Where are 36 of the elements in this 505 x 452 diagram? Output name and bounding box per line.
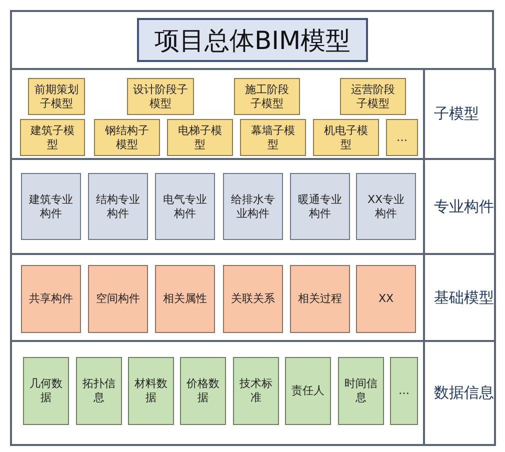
layer-label: 基础模型 [434,288,494,307]
component-box: 建筑子模型 [20,119,85,156]
component-box: 空间构件 [88,265,148,333]
component-box: 钢结构子模型 [94,119,160,156]
component-box: 运营阶段子模型 [340,78,406,115]
component-box: 设计阶段子模型 [127,78,194,115]
component-box: 价格数据 [180,357,226,425]
component-box: 关联关系 [223,265,283,333]
component-box: 共享构件 [21,265,81,333]
component-box: 给排水专业构件 [223,173,283,240]
title-box: 项目总体BIM模型 [137,18,368,62]
component-box: 幕墙子模型 [240,119,306,156]
layer-label: 数据信息 [434,384,494,402]
component-box: 前期策划子模型 [28,78,85,115]
component-box: 施工阶段子模型 [234,78,300,115]
component-box: 材料数据 [128,357,174,425]
component-box: 拓扑信息 [76,357,122,425]
layer-band [10,68,496,160]
component-box: … [386,119,418,156]
component-box: 几何数据 [23,357,69,425]
component-box: 机电子模型 [313,119,379,156]
component-box: 电梯子模型 [167,119,233,156]
layer-label: 专业构件 [434,197,494,216]
component-box: 相关过程 [290,265,350,333]
component-box: XX [356,265,416,333]
component-box: 责任人 [285,357,331,425]
component-box: 相关属性 [155,265,215,333]
component-box: 暖通专业构件 [290,173,350,240]
layer-label: 子模型 [434,104,479,124]
component-box: 结构专业构件 [88,173,148,240]
component-box: 电气专业构件 [155,173,215,240]
component-box: 技术标准 [233,357,279,425]
component-box: 建筑专业构件 [21,173,81,240]
component-box: … [390,357,418,425]
component-box: 时间信息 [338,357,384,425]
component-box: XX专业构件 [356,173,416,240]
